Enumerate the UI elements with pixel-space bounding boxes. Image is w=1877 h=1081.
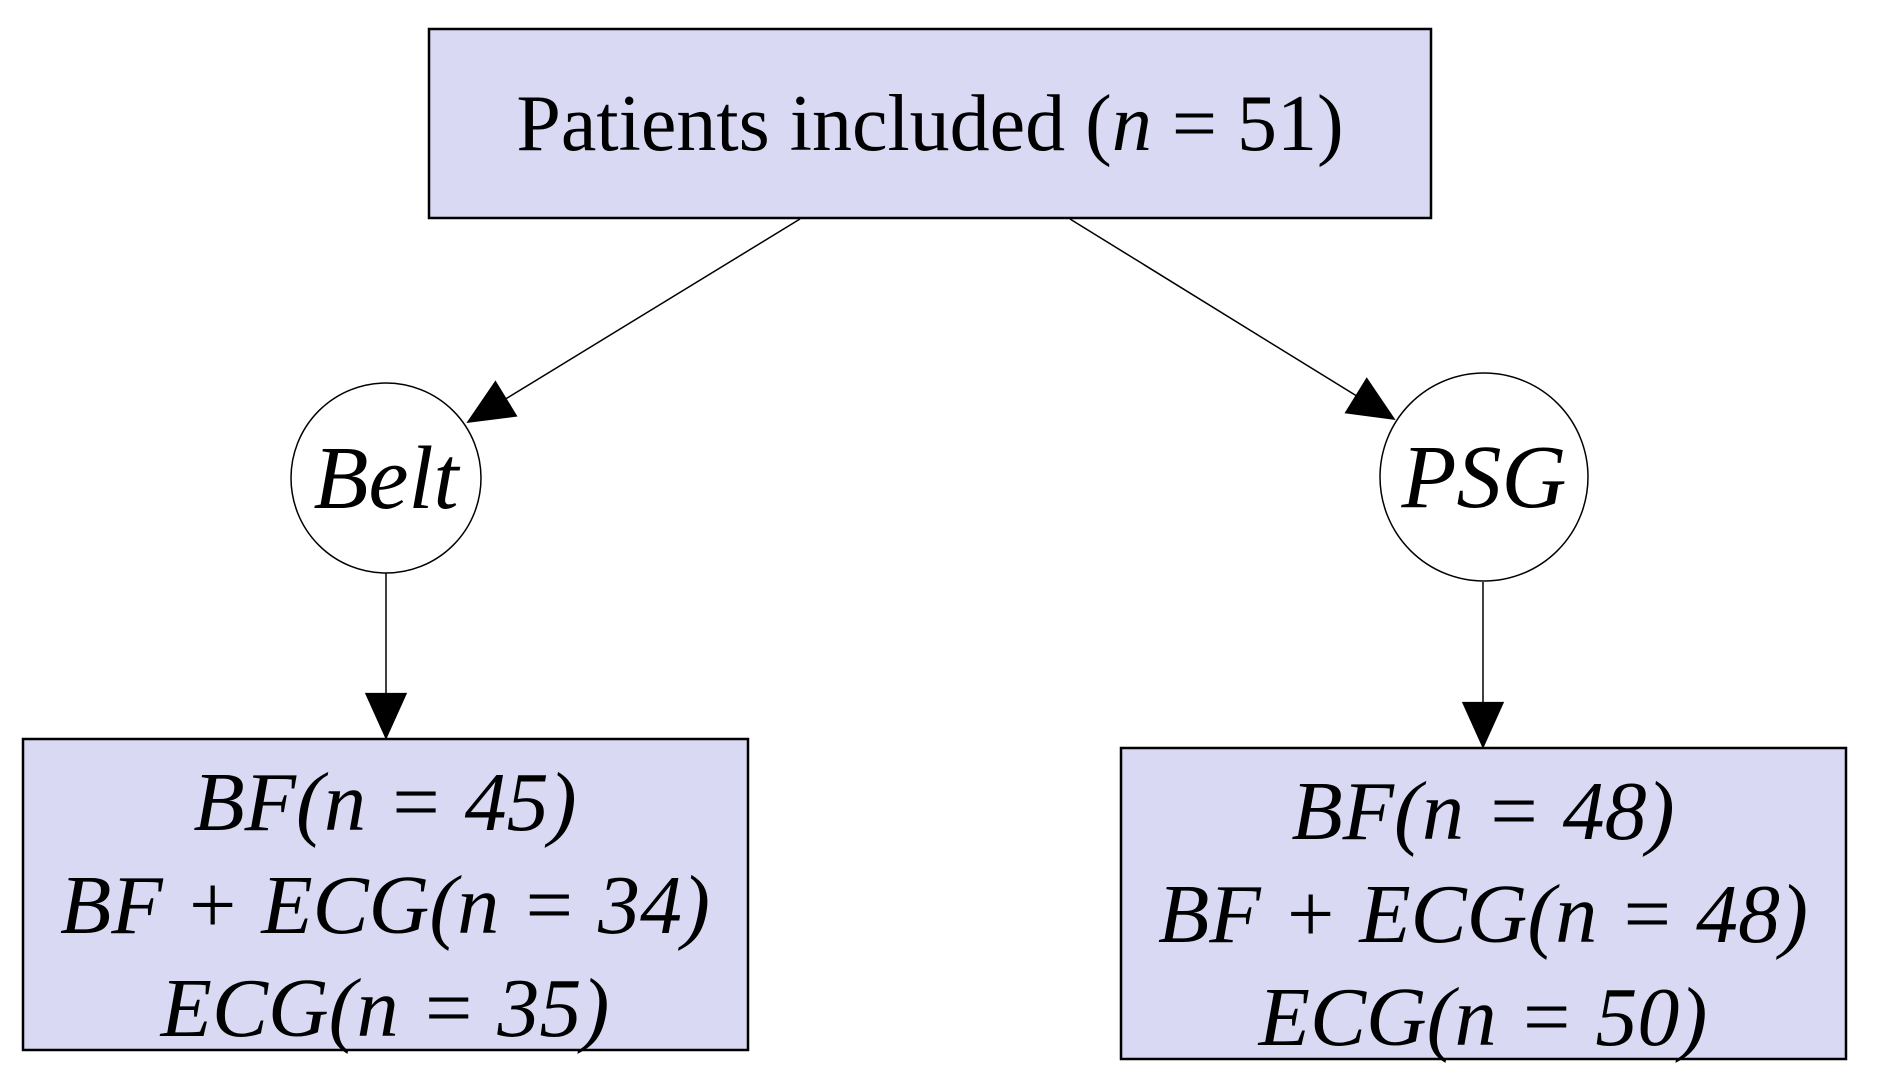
belt-results-line-1: BF(n = 45)	[193, 756, 576, 849]
node-patients-included: Patients included (n = 51)	[427, 27, 1433, 220]
node-belt: Belt	[290, 382, 482, 574]
psg-results-line-1: BF(n = 48)	[1291, 765, 1674, 858]
patients-label-suffix: = 51)	[1152, 80, 1344, 168]
patients-label-prefix: Patients included (	[516, 80, 1111, 168]
edge-patients-to-psg	[1069, 218, 1396, 420]
arrow-patients-to-belt	[466, 218, 801, 423]
psg-results-line-3: ECG(n = 50)	[1258, 971, 1708, 1064]
belt-results-line-2: BF + ECG(n = 34)	[60, 859, 710, 952]
belt-results-line-3: ECG(n = 35)	[160, 962, 610, 1055]
psg-results-box	[1119, 746, 1848, 1061]
patients-included-box	[427, 27, 1433, 220]
psg-results-line-2: BF + ECG(n = 48)	[1158, 868, 1808, 961]
belt-results-box	[21, 737, 750, 1052]
node-belt-results: BF(n = 45) BF + ECG(n = 34) ECG(n = 35)	[21, 737, 750, 1055]
arrow-patients-to-psg	[1069, 218, 1396, 420]
patients-label-var: n	[1112, 80, 1152, 168]
patients-included-label: Patients included (n = 51)	[516, 80, 1343, 168]
psg-label: PSG	[1401, 428, 1567, 527]
node-psg-results: BF(n = 48) BF + ECG(n = 48) ECG(n = 50)	[1119, 746, 1848, 1064]
psg-circle	[1379, 372, 1589, 582]
edge-patients-to-belt	[466, 218, 801, 423]
belt-circle	[290, 382, 482, 574]
node-psg: PSG	[1379, 372, 1589, 582]
belt-label: Belt	[314, 429, 461, 528]
